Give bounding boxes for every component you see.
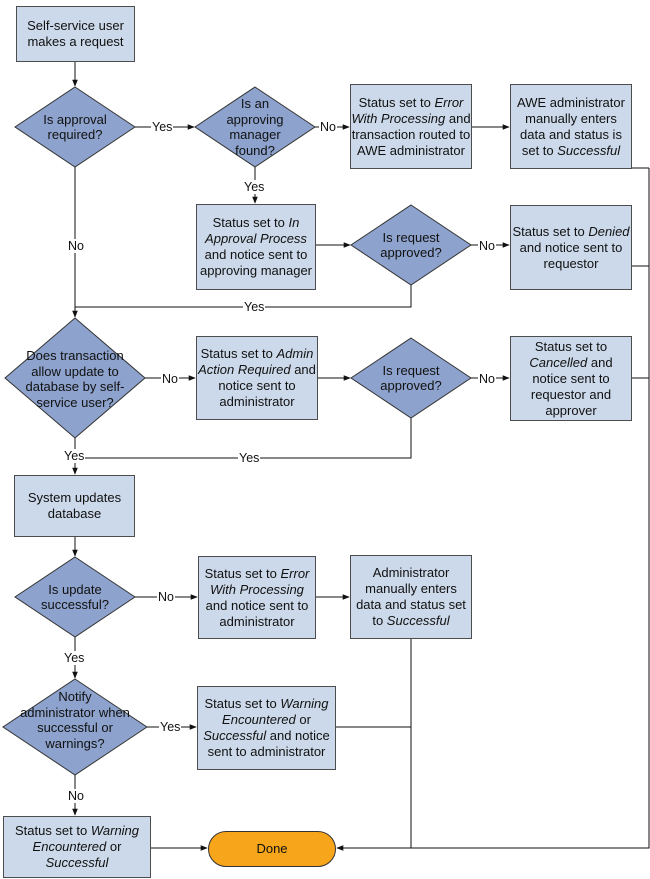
- warning-notice-text: Status set to Warning Encountered or Suc…: [198, 696, 335, 760]
- admin-action-text: Status set to Admin Action Required and …: [197, 346, 317, 410]
- text-segment: Status set to: [14, 823, 91, 838]
- text-segment: or: [106, 839, 122, 854]
- denied-box: Status set to Denied and notice sent to …: [510, 205, 632, 290]
- label-no-cancelled: No: [478, 372, 496, 386]
- start-box: Self-service user makes a request: [16, 6, 135, 62]
- text-segment: Warning Encountered: [32, 823, 140, 854]
- text-segment: Status set to: [204, 696, 281, 711]
- text-segment: and notice sent to administrator: [207, 728, 330, 759]
- admin-enters-text: Administrator manually enters data and s…: [351, 565, 471, 629]
- error-routed-box: Status set to Error With Processing and …: [350, 84, 472, 169]
- label-yes-approved-1: Yes: [243, 300, 266, 314]
- text-segment: Warning Encountered: [222, 696, 329, 727]
- text-segment: Status set to: [212, 215, 289, 230]
- text-segment: and notice sent to requestor: [519, 239, 623, 271]
- awe-admin-box: AWE administrator manually enters data a…: [510, 84, 632, 169]
- text-segment: and notice sent to approving manager: [199, 247, 313, 278]
- allow-update-text: Does transaction allow update to databas…: [25, 348, 125, 410]
- warning-notice-box: Status set to Warning Encountered or Suc…: [197, 686, 336, 770]
- admin-enters-box: Administrator manually enters data and s…: [350, 555, 472, 639]
- text-segment: Error With Processing: [210, 565, 310, 597]
- text-segment: and notice sent to administrator: [205, 597, 309, 629]
- update-successful-text: Is update successful?: [41, 581, 109, 613]
- error-routed-text: Status set to Error With Processing and …: [351, 95, 471, 159]
- label-no-denied: No: [478, 239, 496, 253]
- system-updates-box: System updates database: [14, 475, 135, 537]
- notify-admin-text: Notify administrator when successful or …: [20, 689, 130, 751]
- cancelled-text: Status set to Cancelled and notice sent …: [511, 339, 631, 419]
- label-no-error: No: [319, 120, 337, 134]
- warning-status-box: Status set to Warning Encountered or Suc…: [3, 816, 151, 878]
- text-segment: and notice sent to requestor and approve…: [530, 354, 613, 418]
- text-segment: Status set to: [358, 94, 435, 110]
- text-segment: Admin Action Required: [198, 346, 314, 377]
- text-segment: and transaction routed to AWE administra…: [351, 110, 471, 158]
- label-no-approval: No: [67, 239, 85, 253]
- label-yes-notify: Yes: [159, 720, 182, 734]
- text-segment: Error With Processing: [351, 94, 464, 126]
- start-text: Self-service user makes a request: [27, 18, 124, 49]
- admin-action-box: Status set to Admin Action Required and …: [196, 336, 318, 420]
- text-segment: Successful: [203, 728, 267, 743]
- manager-found-text: Is an approving manager found?: [226, 96, 284, 158]
- text-segment: Status set to: [204, 565, 281, 581]
- text-segment: AWE administrator manually enters data a…: [517, 94, 625, 158]
- approval-required-text: Is approval required?: [43, 111, 107, 143]
- text-segment: and notice sent to administrator: [218, 362, 316, 409]
- label-yes-allow-update: Yes: [63, 449, 86, 463]
- request-approved-2-text: Is request approved?: [380, 362, 442, 394]
- label-yes-update: Yes: [63, 651, 86, 665]
- done-text: Done: [256, 841, 288, 856]
- awe-admin-text: AWE administrator manually enters data a…: [511, 95, 631, 159]
- label-yes-in-approval: Yes: [243, 180, 266, 194]
- label-no-notify: No: [67, 789, 85, 803]
- in-approval-box: Status set to In Approval Process and no…: [196, 204, 316, 290]
- system-updates-text: System updates database: [27, 490, 122, 521]
- denied-text: Status set to Denied and notice sent to …: [511, 224, 631, 272]
- error-admin-text: Status set to Error With Processing and …: [199, 566, 315, 630]
- text-segment: Denied: [588, 223, 630, 239]
- in-approval-text: Status set to In Approval Process and no…: [197, 215, 315, 279]
- error-admin-box: Status set to Error With Processing and …: [198, 556, 316, 639]
- text-segment: Successful: [557, 142, 621, 158]
- text-segment: In Approval Process: [205, 215, 307, 246]
- request-approved-1-text: Is request approved?: [380, 229, 442, 261]
- text-segment: Status set to: [512, 223, 589, 239]
- text-segment: Administrator manually enters data and s…: [356, 565, 466, 628]
- label-no-admin-action: No: [161, 372, 179, 386]
- done-terminator: Done: [208, 831, 336, 867]
- text-segment: Status set to: [534, 338, 608, 354]
- text-segment: Cancelled: [529, 354, 588, 370]
- text-segment: Successful: [45, 855, 109, 870]
- text-segment: Successful: [386, 613, 450, 628]
- warning-status-text: Status set to Warning Encountered or Suc…: [4, 823, 150, 871]
- cancelled-box: Status set to Cancelled and notice sent …: [510, 336, 632, 421]
- text-segment: or: [295, 712, 311, 727]
- text-segment: Status set to: [200, 346, 277, 361]
- label-no-update: No: [157, 590, 175, 604]
- label-yes-manager: Yes: [151, 120, 174, 134]
- label-yes-approved-2: Yes: [238, 451, 261, 465]
